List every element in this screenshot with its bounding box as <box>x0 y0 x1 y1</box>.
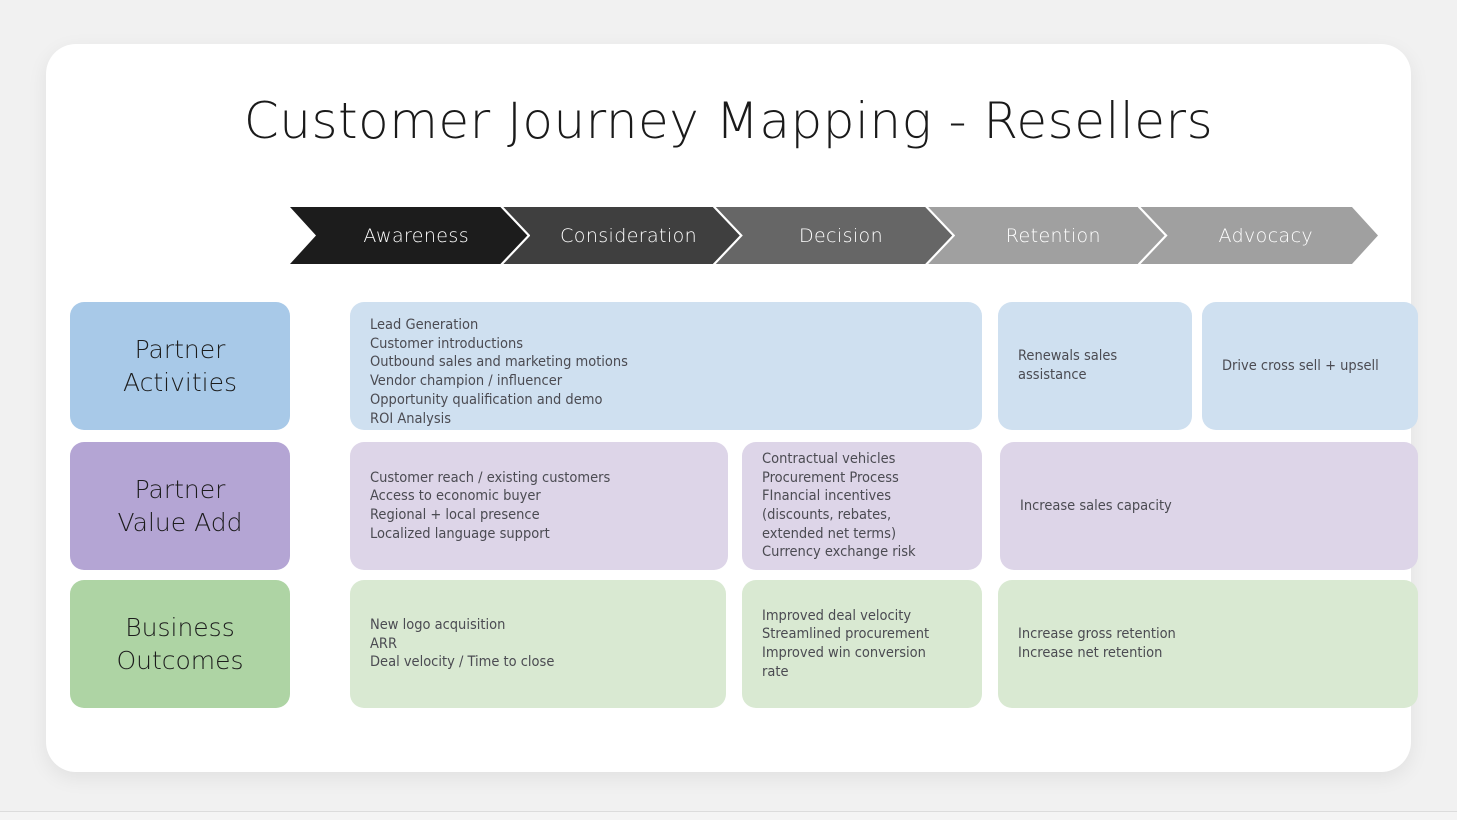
card-line: Customer introductions <box>370 335 524 352</box>
partner-value-add-retention-advocacy[interactable]: Increase sales capacity <box>1000 442 1418 570</box>
card-line: Increase net retention <box>1018 645 1163 661</box>
card-line: Contractual vehicles <box>762 450 896 467</box>
card-line: Opportunity qualification and demo <box>370 391 603 408</box>
card-line: Deal velocity / Time to close <box>370 654 555 671</box>
card-line: Outbound sales and marketing motions <box>370 354 628 371</box>
stage-label: Advocacy <box>1218 224 1314 247</box>
partner-activities-advocacy[interactable]: Drive cross sell + upsell <box>1202 302 1418 430</box>
card-line: Customer reach / existing customers <box>370 469 611 486</box>
card-line: Drive cross sell + upsell <box>1222 357 1379 374</box>
label-line-1: Partner <box>134 475 226 504</box>
card-line: extended net terms) <box>762 525 897 542</box>
label-line-1: Partner <box>134 335 226 364</box>
stage-decision[interactable]: Decision <box>715 207 953 264</box>
card-line: Renewals sales <box>1018 348 1118 365</box>
label-line-2: Activities <box>122 368 238 397</box>
stage-awareness[interactable]: Awareness <box>290 207 528 264</box>
card-line: Improved deal velocity <box>762 607 912 624</box>
card-line: Access to economic buyer <box>370 488 541 505</box>
bottom-strip <box>0 812 1457 820</box>
card-line: Procurement Process <box>762 469 899 486</box>
slide-panel: Customer Journey Mapping - Resellers Awa… <box>46 44 1418 772</box>
page-title: Customer Journey Mapping - Resellers <box>243 92 1214 150</box>
label-line-1: Business <box>125 613 235 642</box>
card-line: Vendor champion / influencer <box>370 373 563 390</box>
stage-label: Awareness <box>363 224 469 247</box>
card-line: New logo acquisition <box>370 616 506 633</box>
card-line: Regional + local presence <box>370 507 540 523</box>
card-line: Lead Generation <box>370 317 479 333</box>
stage-label: Decision <box>798 224 884 247</box>
card-line: Localized language support <box>370 525 550 542</box>
card-line: Improved win conversion <box>762 645 926 661</box>
stage-retention[interactable]: Retention <box>927 207 1165 264</box>
card-line: FInancial incentives <box>762 488 892 505</box>
label-line-2: Value Add <box>117 508 243 537</box>
label-line-2: Outcomes <box>116 646 244 675</box>
card-line: Increase sales capacity <box>1020 497 1172 514</box>
stage-consideration[interactable]: Consideration <box>502 207 740 264</box>
card-line: assistance <box>1018 367 1087 383</box>
card-line: Currency exchange risk <box>762 544 916 561</box>
stage-advocacy[interactable]: Advocacy <box>1140 207 1378 264</box>
card-line: ARR <box>370 635 398 652</box>
stage-label: Retention <box>1005 224 1101 247</box>
card-line: rate <box>762 663 789 680</box>
stage-label: Consideration <box>560 224 698 247</box>
card-line: (discounts, rebates, <box>762 507 892 523</box>
card-line: ROI Analysis <box>370 410 452 427</box>
partner-activities-retention[interactable]: Renewals sales assistance <box>998 302 1192 430</box>
card-line: Increase gross retention <box>1018 626 1176 643</box>
journey-stage-bar: Awareness Consideration Decision Retention A… <box>290 207 1378 264</box>
bottom-divider <box>0 811 1457 812</box>
card-line: Streamlined procurement <box>762 626 930 643</box>
